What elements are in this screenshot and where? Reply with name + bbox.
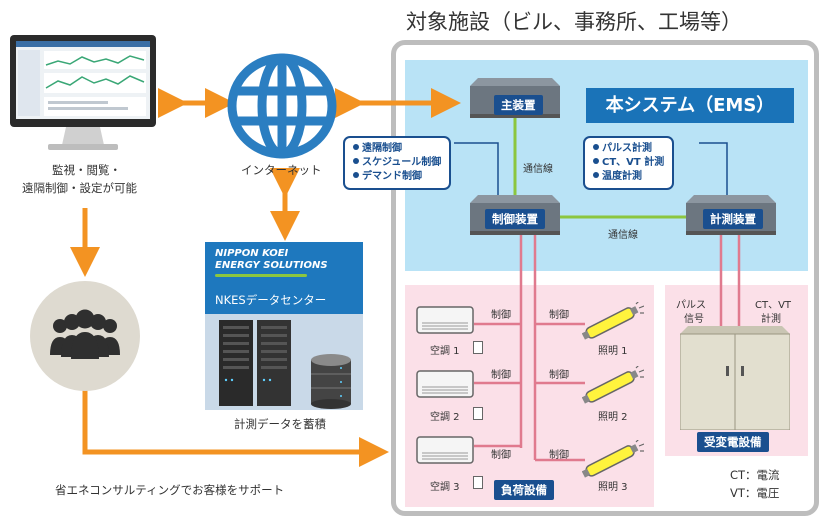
- control-function-item: 遠隔制御: [353, 142, 441, 156]
- substation-title: 受変電設備: [697, 432, 769, 452]
- monitor-icon: [8, 33, 158, 153]
- aircon-icon: [416, 436, 474, 466]
- pulse-label-line1: パルス: [676, 300, 706, 311]
- control-label: 制御: [549, 450, 569, 461]
- aircon-label-3: 空調 3: [430, 482, 460, 493]
- control-label: 制御: [491, 450, 511, 461]
- light-icon: [581, 437, 645, 480]
- legend-vt: VT：電圧: [730, 486, 780, 500]
- comm-line-label-1: 通信線: [523, 164, 553, 175]
- measure-device-label: 計測装置: [703, 209, 763, 229]
- aircon-icon: [416, 306, 474, 336]
- light-label-3: 照明 3: [598, 482, 628, 493]
- measure-function-item: 温度計測: [593, 170, 664, 184]
- remote-icon: [473, 407, 483, 420]
- measure-function-item: パルス計測: [593, 142, 664, 156]
- datacenter-brand-line1: NIPPON KOEI: [215, 248, 289, 259]
- remote-icon: [473, 476, 483, 489]
- substation-cabinet-icon: [679, 326, 791, 431]
- light-label-2: 照明 2: [598, 412, 628, 423]
- ctvt-label-line2: 計測: [761, 314, 781, 325]
- consulting-circle: [30, 281, 140, 391]
- people-icon: [50, 309, 120, 359]
- control-function-item: スケジュール制御: [353, 156, 441, 170]
- aircon-label-1: 空調 1: [430, 346, 460, 357]
- comm-line-label-2: 通信線: [608, 230, 638, 241]
- measure-function-item: CT、VT 計測: [593, 156, 664, 170]
- control-function-item: デマンド制御: [353, 170, 441, 184]
- control-label: 制御: [549, 370, 569, 381]
- consulting-caption: 省エネコンサルティングでお客様をサポート: [55, 483, 285, 497]
- light-icon: [581, 363, 645, 406]
- datacenter-caption: 計測データを蓄積: [234, 417, 326, 431]
- pulse-label-line2: 信号: [684, 314, 704, 325]
- measure-functions-box: パルス計測 CT、VT 計測 温度計測: [583, 136, 675, 190]
- control-label: 制御: [549, 310, 569, 321]
- legend-ct: CT：電流: [730, 468, 780, 482]
- globe-icon: [224, 52, 340, 160]
- aircon-icon: [416, 370, 474, 400]
- facility-frame: [391, 40, 819, 516]
- light-icon: [581, 299, 645, 342]
- light-label-1: 照明 1: [598, 346, 628, 357]
- datacenter-name: NKESデータセンター: [215, 293, 327, 307]
- datacenter-swoosh: [215, 274, 307, 277]
- server-rack-image: [205, 314, 363, 410]
- control-device-label: 制御装置: [485, 209, 545, 229]
- internet-label: インターネット: [241, 163, 322, 177]
- ems-title: 本システム（EMS）: [586, 88, 794, 123]
- monitor-caption-line2: 遠隔制御・設定が可能: [22, 181, 137, 195]
- datacenter-brand-line2: ENERGY SOLUTIONS: [215, 260, 328, 271]
- control-functions-box: 遠隔制御 スケジュール制御 デマンド制御: [343, 136, 452, 190]
- main-device-label: 主装置: [494, 95, 543, 115]
- aircon-label-2: 空調 2: [430, 412, 460, 423]
- ctvt-label-line1: CT、VT: [755, 300, 792, 311]
- datacenter-panel: NIPPON KOEI ENERGY SOLUTIONS NKESデータセンター: [205, 242, 363, 410]
- remote-icon: [473, 341, 483, 354]
- facility-title: 対象施設（ビル、事務所、工場等）: [406, 10, 742, 34]
- control-label: 制御: [491, 310, 511, 321]
- monitor-caption-line1: 監視・閲覧・: [52, 163, 121, 177]
- control-label: 制御: [491, 370, 511, 381]
- load-area-title: 負荷設備: [494, 480, 554, 500]
